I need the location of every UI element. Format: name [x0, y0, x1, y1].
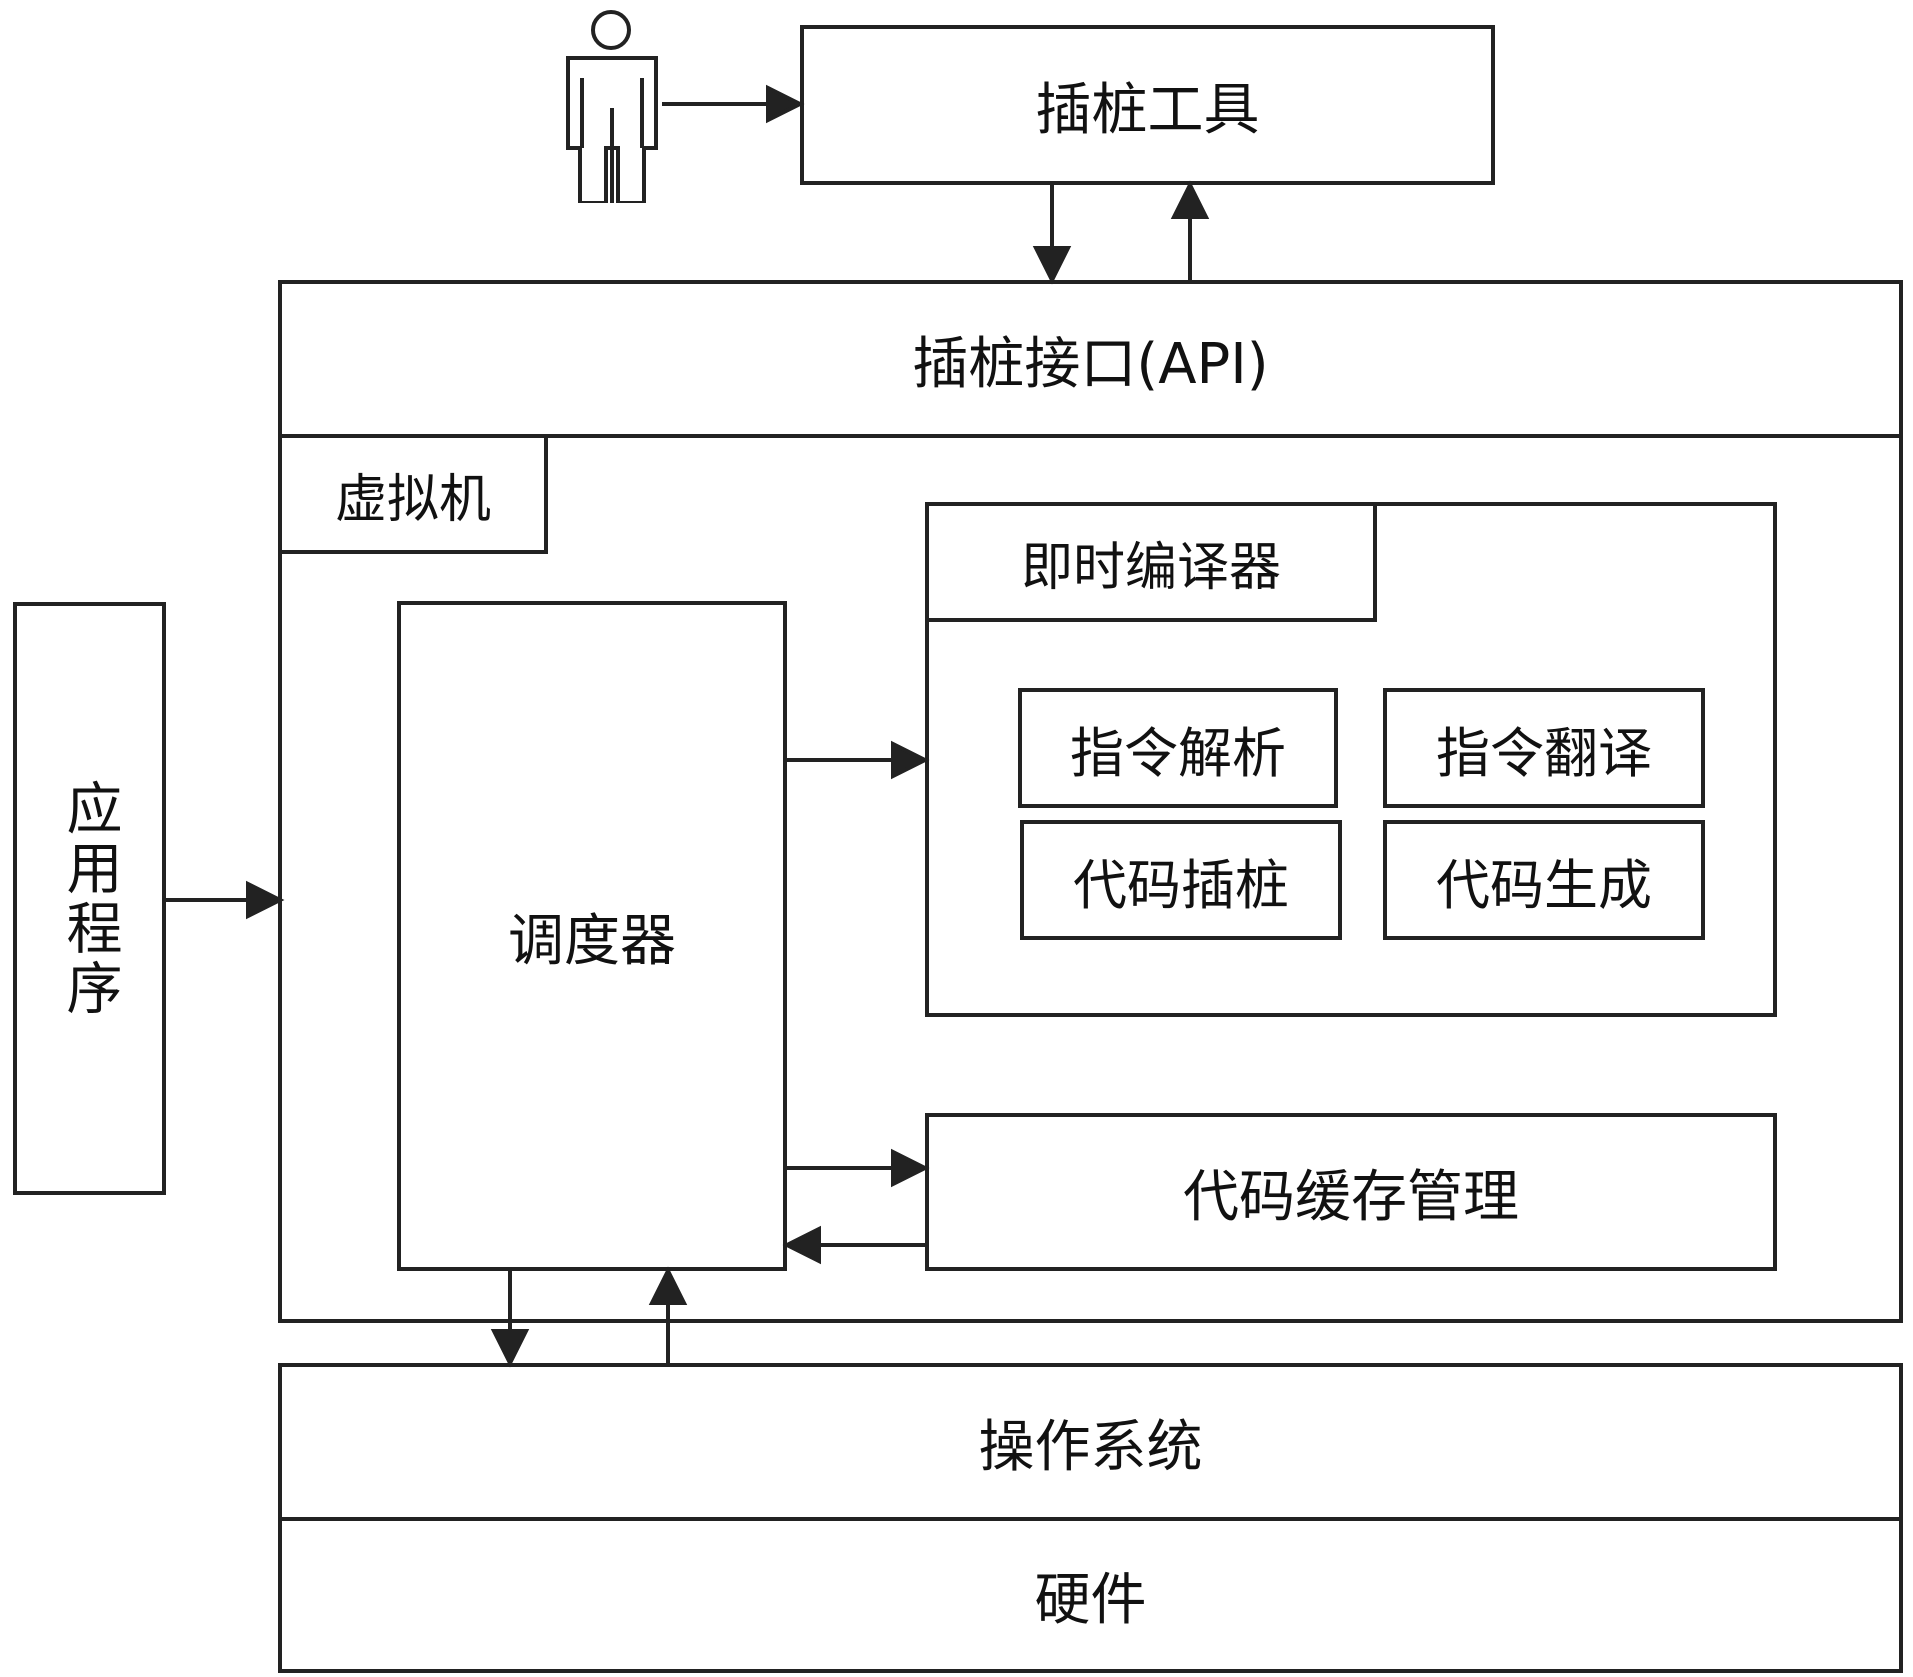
- arrowhead-os-to-scheduler: [648, 1266, 688, 1305]
- application-box: 应用程序: [13, 602, 166, 1195]
- code-instrumentation-label: 代码插桩: [1073, 853, 1289, 917]
- virtual-machine-tab: 虚拟机: [278, 434, 548, 554]
- virtual-machine-container: [278, 434, 1903, 1323]
- hardware-label: 硬件: [1034, 1567, 1147, 1633]
- operating-system-box: 操作系统: [278, 1363, 1903, 1521]
- scheduler-box: 调度器: [397, 601, 787, 1271]
- code-instrumentation-box: 代码插桩: [1020, 820, 1342, 940]
- arrowhead-api-to-tool: [1170, 180, 1210, 219]
- application-label: 应用程序: [57, 778, 122, 1019]
- virtual-machine-label: 虚拟机: [334, 469, 491, 530]
- scheduler-label: 调度器: [508, 908, 676, 974]
- operating-system-label: 操作系统: [978, 1414, 1203, 1480]
- instrumentation-tool-box: 插桩工具: [800, 25, 1495, 185]
- instruction-parsing-box: 指令解析: [1018, 688, 1338, 808]
- arrowhead-scheduler-to-cache: [891, 1148, 930, 1188]
- code-generation-label: 代码生成: [1436, 853, 1652, 917]
- code-generation-box: 代码生成: [1383, 820, 1705, 940]
- arrowhead-cache-to-scheduler: [782, 1225, 821, 1265]
- instruction-translation-box: 指令翻译: [1383, 688, 1705, 808]
- instrumentation-tool-label: 插桩工具: [1035, 77, 1260, 143]
- code-cache-management-label: 代码缓存管理: [1183, 1164, 1519, 1230]
- arrowhead-scheduler-to-os: [490, 1329, 530, 1368]
- jit-compiler-tab: 即时编译器: [925, 502, 1377, 622]
- arrowhead-scheduler-to-jit: [891, 740, 930, 780]
- arrowhead-person-to-tool: [766, 84, 805, 124]
- instrumentation-api-box: 插桩接口(API): [278, 280, 1903, 438]
- code-cache-management-box: 代码缓存管理: [925, 1113, 1777, 1271]
- jit-compiler-label: 即时编译器: [1020, 537, 1281, 598]
- arrowhead-app-to-vm: [246, 880, 285, 920]
- instruction-parsing-label: 指令解析: [1070, 721, 1286, 785]
- instrumentation-api-label: 插桩接口(API): [912, 331, 1269, 397]
- arrowhead-tool-to-api: [1032, 246, 1072, 285]
- person-icon: [566, 10, 658, 203]
- instruction-translation-label: 指令翻译: [1436, 721, 1652, 785]
- hardware-box: 硬件: [278, 1517, 1903, 1673]
